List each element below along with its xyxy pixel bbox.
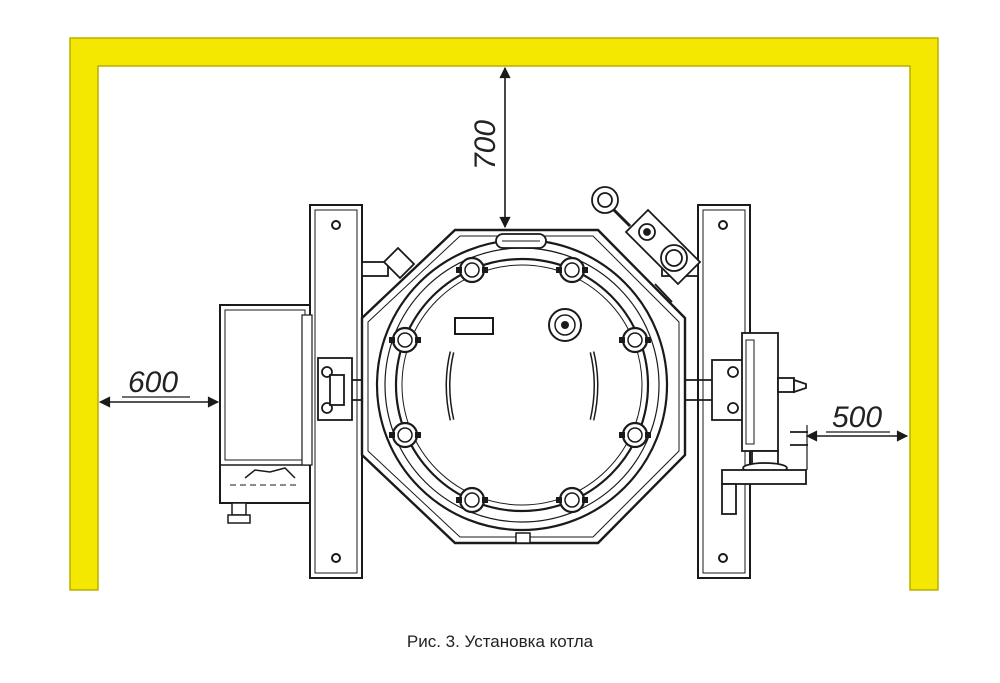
- boiler-body: [360, 228, 687, 545]
- dimension-top-label: 700: [469, 120, 502, 170]
- gauge-assembly: [591, 186, 702, 303]
- dimension-right-label: 500: [832, 401, 882, 434]
- wall: [69, 37, 939, 591]
- right-hinge: [682, 332, 808, 515]
- figure-caption: Рис. 3. Установка котла: [406, 632, 594, 651]
- dimension-top: 700: [469, 66, 511, 229]
- upper-left-fitting: [382, 246, 416, 280]
- dimension-right: 500: [805, 401, 909, 470]
- left-hinge: [317, 357, 368, 421]
- dimension-left: 600: [98, 366, 220, 408]
- control-box: [219, 304, 313, 524]
- dimension-left-label: 600: [128, 366, 178, 399]
